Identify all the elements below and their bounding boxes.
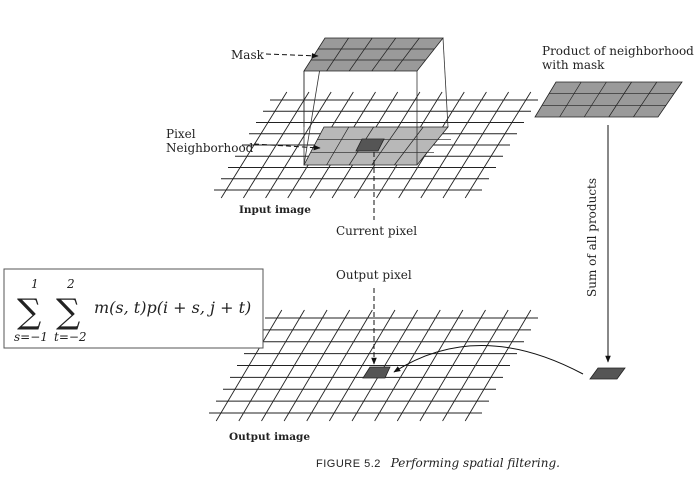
figure-caption: FIGURE 5.2 Performing spatial filtering. bbox=[316, 456, 560, 470]
grid-column-line bbox=[261, 309, 328, 422]
grid-column-line bbox=[328, 309, 396, 422]
product-label-line1: Product of neighborhood bbox=[542, 44, 694, 58]
mask-grid bbox=[303, 37, 444, 72]
pixel-neighborhood-label-line2: Neighborhood bbox=[166, 141, 254, 155]
mask-column-line bbox=[326, 37, 349, 72]
mask-column-line bbox=[394, 37, 420, 72]
product-grid bbox=[534, 81, 683, 118]
formula-term: m(s, t)p(i + s, j + t) bbox=[94, 298, 251, 317]
grid-column-line bbox=[220, 91, 288, 199]
grid-column-line bbox=[374, 309, 441, 422]
grid-column-line bbox=[420, 91, 487, 199]
sum-result-cell bbox=[589, 367, 626, 380]
output-image-grid bbox=[209, 309, 538, 422]
neighborhood-column-line bbox=[394, 126, 424, 166]
current-pixel-cell bbox=[355, 138, 385, 152]
grid-column-line bbox=[396, 309, 464, 422]
mask-label: Mask bbox=[231, 48, 265, 62]
grid-column-line bbox=[306, 309, 373, 422]
output-image-label: Output image bbox=[229, 431, 310, 443]
grid-column-line bbox=[283, 309, 351, 422]
outer-sigma: ∑ bbox=[17, 292, 41, 332]
mask-column-line bbox=[348, 37, 373, 72]
input-image-label: Input image bbox=[239, 204, 311, 216]
grid-column-line bbox=[265, 91, 332, 199]
grid-column-line bbox=[351, 309, 419, 422]
product-label-line2: with mask bbox=[542, 58, 605, 72]
formula-box bbox=[3, 268, 264, 349]
product-column-line bbox=[583, 81, 607, 118]
grid-column-line bbox=[419, 309, 486, 422]
sum-of-products-label: Sum of all products bbox=[585, 178, 599, 297]
output-pixel-label: Output pixel bbox=[336, 268, 412, 282]
product-grid-lines bbox=[542, 81, 674, 118]
inner-lower-limit: t=−2 bbox=[54, 330, 87, 344]
outer-upper-limit: 1 bbox=[31, 277, 39, 291]
neighborhood-grid-lines bbox=[310, 126, 451, 166]
neighborhood-column-line bbox=[371, 126, 399, 166]
grid-column-line bbox=[464, 309, 532, 422]
mask-column-line bbox=[371, 37, 397, 72]
mask-leader bbox=[265, 52, 319, 59]
output-pixel-cell bbox=[362, 366, 391, 379]
grid-column-line bbox=[238, 309, 305, 422]
product-column-line bbox=[608, 81, 632, 118]
neighborhood-column-line bbox=[326, 126, 350, 166]
current-pixel-label: Current pixel bbox=[336, 224, 417, 238]
grid-column-line bbox=[242, 91, 310, 199]
figure-label: FIGURE 5.2 bbox=[316, 458, 381, 470]
outer-lower-limit: s=−1 bbox=[14, 330, 48, 344]
inner-sigma: ∑ bbox=[56, 292, 80, 332]
inner-upper-limit: 2 bbox=[66, 277, 75, 291]
result-to-output-arrow bbox=[393, 345, 584, 375]
summation-formula: 1 ∑ s=−1 2 ∑ t=−2 m(s, t)p(i + s, j + t) bbox=[3, 268, 264, 349]
product-column-line bbox=[559, 81, 582, 118]
product-column-line bbox=[633, 81, 658, 118]
grid-column-line bbox=[215, 309, 283, 422]
grid-column-line bbox=[464, 91, 532, 199]
grid-column-line bbox=[442, 309, 509, 422]
caption-text: Performing spatial filtering. bbox=[390, 456, 560, 470]
neighborhood-leader bbox=[253, 143, 321, 151]
mask-grid-lines bbox=[311, 37, 435, 72]
pixel-neighborhood-label-line1: Pixel bbox=[166, 127, 196, 141]
grid-column-line bbox=[442, 91, 510, 199]
